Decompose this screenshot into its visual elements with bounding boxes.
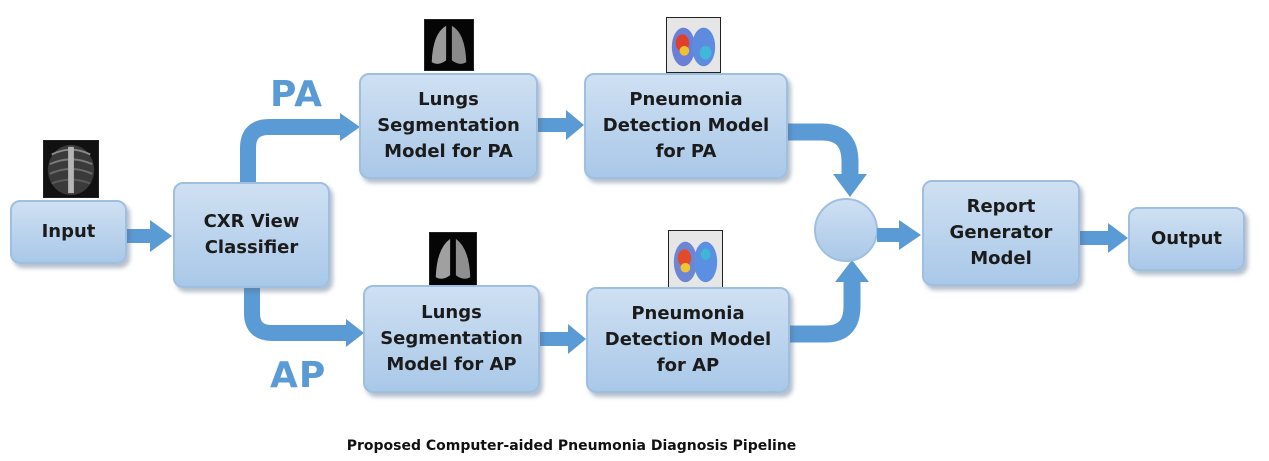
figure-caption: Proposed Computer-aided Pneumonia Diagno…: [346, 438, 797, 454]
arrow-report-to-output: [1080, 223, 1128, 253]
pa-segmented-lungs-thumbnail: [424, 19, 474, 71]
output-box: Output: [1128, 207, 1245, 271]
merge-node: [814, 198, 878, 262]
input-xray-thumbnail: [43, 140, 99, 198]
arrow-seg-ap-to-det-ap: [540, 324, 586, 354]
ap-branch-label: AP: [270, 355, 327, 396]
arrow-input-to-classifier: [127, 220, 172, 252]
arrow-seg-pa-to-det-pa: [538, 110, 584, 140]
lungs-segmentation-pa-box: Lungs Segmentation Model for PA: [359, 73, 538, 179]
ap-segmented-lungs-thumbnail: [429, 232, 477, 286]
arrow-det-pa-to-merge: [788, 123, 867, 197]
pa-heatmap-thumbnail: [666, 17, 721, 73]
report-generator-box: Report Generator Model: [922, 180, 1080, 286]
arrow-classifier-to-seg-ap: [244, 288, 364, 347]
arrow-det-ap-to-merge: [790, 260, 869, 343]
view-classifier-box: CXR View Classifier: [173, 182, 330, 288]
input-box: Input: [10, 200, 127, 264]
pneumonia-detection-pa-box: Pneumonia Detection Model for PA: [584, 73, 788, 179]
arrow-classifier-to-seg-pa: [240, 113, 360, 182]
lungs-segmentation-ap-box: Lungs Segmentation Model for AP: [363, 285, 540, 393]
pa-branch-label: PA: [270, 74, 323, 115]
ap-heatmap-thumbnail: [668, 230, 723, 288]
pneumonia-detection-ap-box: Pneumonia Detection Model for AP: [586, 287, 790, 393]
arrow-merge-to-report: [877, 220, 921, 250]
